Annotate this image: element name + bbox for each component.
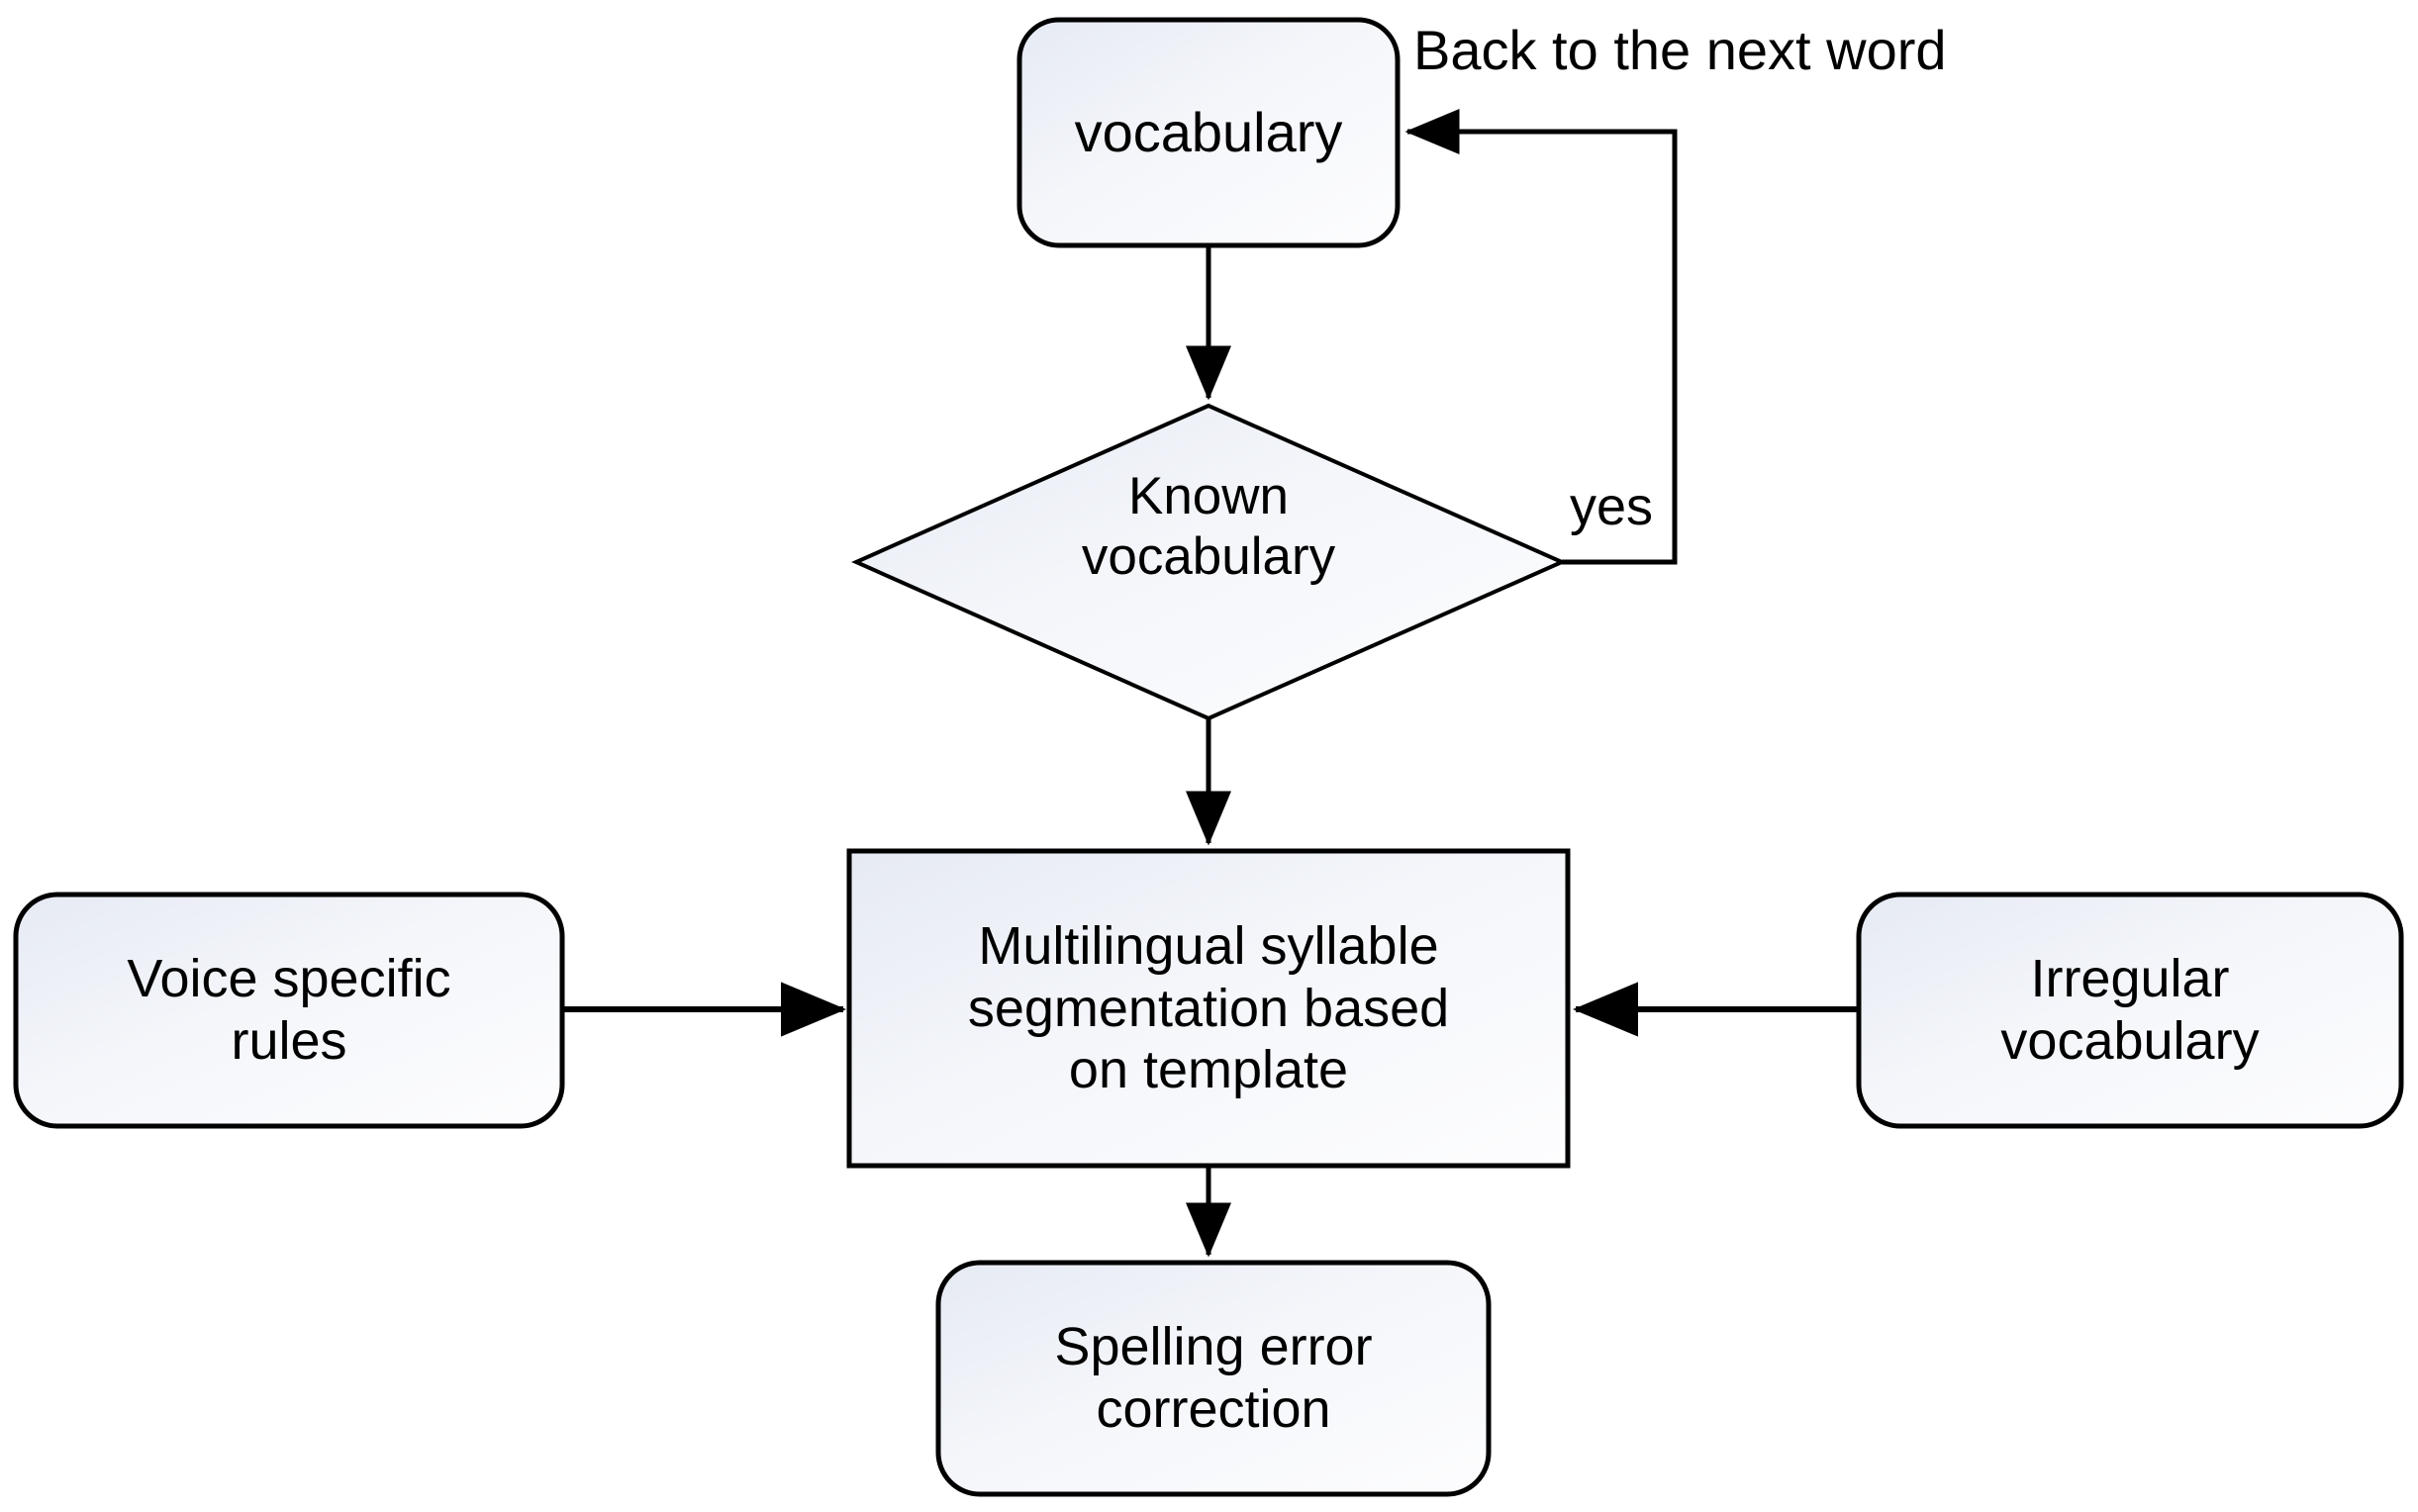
node-irregular-vocabulary-shape[interactable] xyxy=(1856,892,2404,1129)
edge-label-back-to-next-word: Back to the next word xyxy=(1413,19,1947,81)
node-spelling-error-correction-shape[interactable] xyxy=(935,1260,1492,1497)
edge-label-yes: yes xyxy=(1570,477,1654,536)
node-multilingual-syllable-segmentation-shape[interactable] xyxy=(846,848,1571,1169)
edge-feedback-loop-yes xyxy=(1404,109,1678,565)
node-voice-specific-rules-shape[interactable] xyxy=(13,892,565,1129)
node-vocabulary-shape[interactable] xyxy=(1016,17,1401,248)
node-known-vocabulary-shape[interactable] xyxy=(851,403,1567,721)
